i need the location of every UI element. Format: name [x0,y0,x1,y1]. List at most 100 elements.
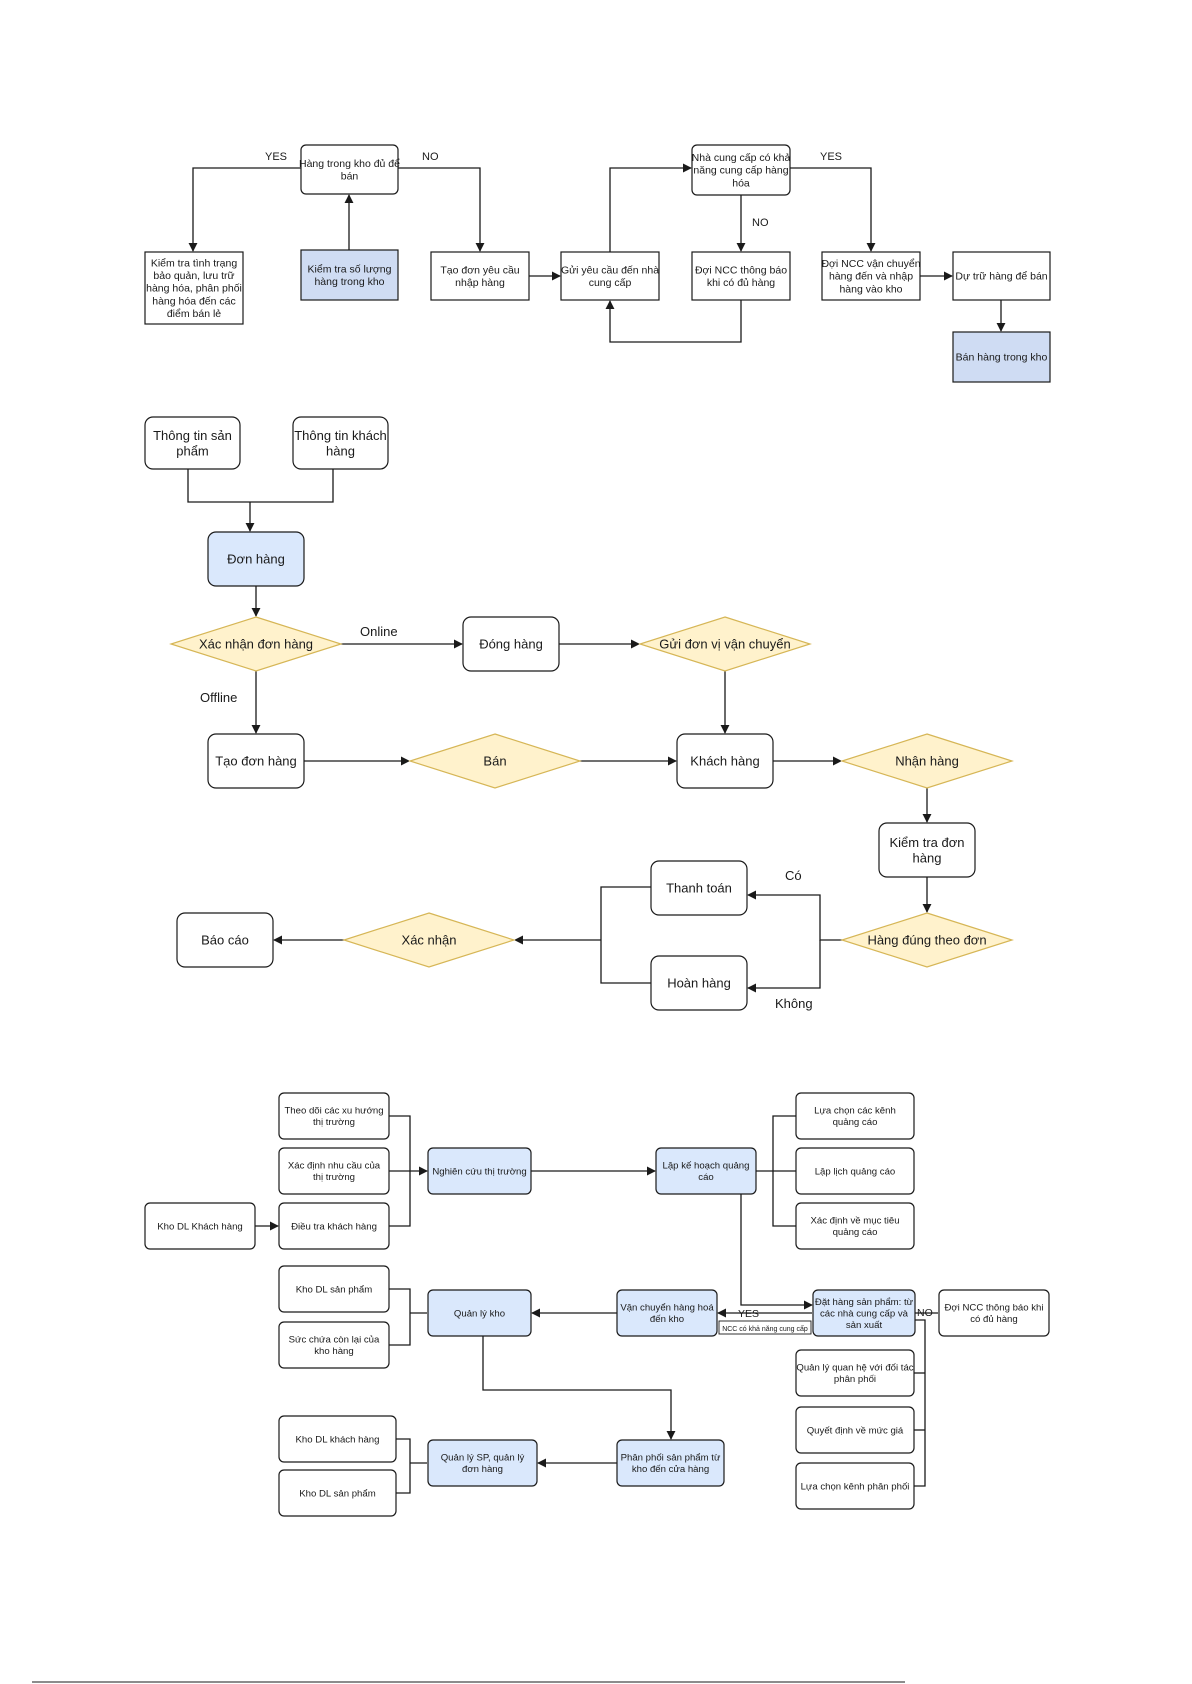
node-d3-dist_channel: Lựa chọn kênh phân phối [795,1462,915,1510]
node-d1-store: Dự trữ hàng để bán [952,251,1051,301]
node-d3-cust_db: Kho DL Khách hàng [144,1202,256,1250]
node-label: Kho DL sản phẩm [299,1488,375,1499]
node-d2-correct: Hàng đúng theo đơn [840,912,1014,968]
node-label: Thông tin khách [294,428,387,443]
node-label: Thanh toán [666,881,732,896]
node-label: Báo cáo [201,933,249,948]
edge-label: Offline [200,690,237,705]
node-label: hàng trong kho [314,276,384,288]
connector [740,1194,813,1310]
node-label: thị trường [313,1172,355,1183]
node-d3-prod_db2: Kho DL sản phẩm [278,1469,397,1517]
edge-label: YES [265,151,287,163]
node-label: đến kho [650,1314,684,1325]
edge-label: NCC có khả năng cung cấp [722,1324,808,1333]
node-label: Kiểm tra tình trạng [151,257,238,269]
node-label: Kho DL Khách hàng [157,1221,243,1232]
edge-label: YES [820,151,842,163]
node-d2-sale: Bán [408,733,582,789]
connector [600,886,651,984]
node-d3-ad_schedule: Lập lịch quảng cáo [795,1147,915,1195]
node-label: Lựa chọn các kênh [814,1106,896,1117]
node-label: Nghiên cứu thị trường [432,1166,526,1177]
node-label: Gửi đơn vị vận chuyển [659,637,790,652]
node-label: Đợi NCC thông báo [695,264,787,276]
node-label: điểm bán lẻ [167,308,221,320]
node-d3-survey: Điều tra khách hàng [278,1202,390,1250]
node-label: sản xuất [846,1320,883,1331]
node-label: Kiểm tra đơn [890,835,965,850]
node-label: Hàng trong kho đủ để [299,158,400,170]
node-label: năng cung cấp hàng [693,165,788,177]
node-label: hàng [913,850,942,865]
connector [482,1336,676,1440]
node-d3-prod_db: Kho DL sản phẩm [278,1265,390,1313]
node-label: hàng vào kho [839,283,902,295]
node-label: Quyết định về mức giá [807,1425,904,1436]
edge-label: Có [785,868,802,883]
node-d2-send_carrier: Gửi đơn vị vận chuyển [638,616,812,672]
node-label: Đợi NCC vận chuyển [821,258,920,270]
node-d2-customer: Khách hàng [676,733,774,789]
connector [188,167,301,252]
node-label: Đơn hàng [227,552,285,567]
node-label: Thông tin sản [153,428,232,443]
node-label: hóa [732,177,750,189]
node-d2-create_order: Tạo đơn hàng [207,733,305,789]
node-label: đơn hàng [462,1464,503,1475]
edge-label: Online [360,624,398,639]
node-label: Đóng hàng [479,637,543,652]
node-label: Lựa chọn kênh phân phối [801,1481,910,1492]
node-label: quảng cáo [833,1227,878,1238]
node-label: Sức chứa còn lại của [289,1335,380,1346]
node-label: nhập hàng [455,277,505,289]
node-d2-order: Đơn hàng [207,531,305,587]
node-label: phẩm [176,443,209,458]
node-d2-confirm_order: Xác nhận đơn hàng [169,616,343,672]
node-label: các nhà cung cấp và [820,1308,909,1319]
node-label: Hoàn hàng [667,976,731,991]
node-label: kho hàng [314,1346,353,1357]
edge-label: Không [775,996,813,1011]
node-d2-receive: Nhận hàng [840,733,1014,789]
node-label: Xác định về mục tiêu [810,1216,899,1227]
node-label: hàng hóa đến các [152,295,236,307]
node-label: Xác nhận [402,933,457,948]
node-label: Đợi NCC thông báo khi [944,1303,1043,1314]
node-label: thị trường [313,1117,355,1128]
node-label: Quản lý quan hệ với đối tác [796,1363,913,1374]
node-label: kho đến cửa hàng [632,1464,709,1475]
node-d2-pack: Đóng hàng [462,616,560,672]
node-label: Hàng đúng theo đơn [867,933,986,948]
node-label: bảo quản, lưu trữ [153,270,234,282]
edge-label: NO [917,1307,933,1319]
node-label: bán [341,170,359,182]
connector [747,890,842,941]
connector [747,940,821,993]
node-label: Xác nhận đơn hàng [199,637,313,652]
node-label: hàng [326,443,355,458]
node-label: Bán [483,754,506,769]
connector [609,163,692,252]
edge-label: YES [738,1308,759,1320]
